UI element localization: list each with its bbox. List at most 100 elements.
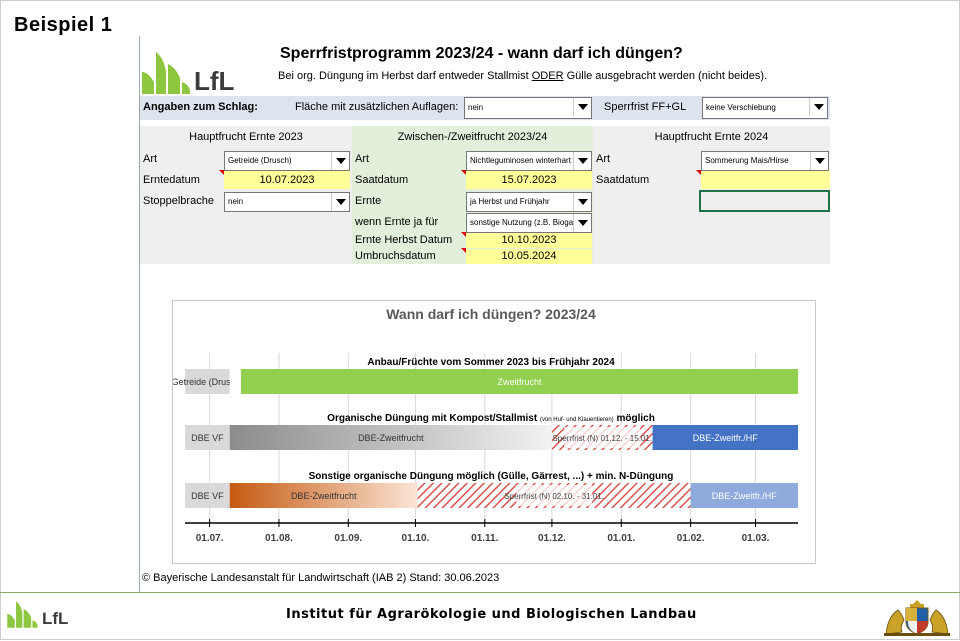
chart-container: Wann darf ich düngen? 2023/24 Anbau/Früc… <box>172 300 816 564</box>
timeline-segment <box>652 425 798 450</box>
segment-label: DBE-Zweitfr./HF <box>693 433 759 443</box>
copyright-note: © Bayerische Landesanstalt für Landwirts… <box>142 572 500 584</box>
lfl-leaf-icon <box>7 601 38 628</box>
comment-marker <box>461 170 466 175</box>
timeline-segment <box>185 425 230 450</box>
timeline-segment <box>185 483 230 508</box>
col1-header: Hauptfrucht Ernte 2023 <box>189 131 303 143</box>
sheet-subtitle: Bei org. Düngung im Herbst darf entweder… <box>278 70 768 82</box>
bavarian-coat-of-arms <box>880 596 954 641</box>
segment-label: Zweitfrucht <box>497 377 542 387</box>
col2-datum-label: Saatdatum <box>355 174 409 186</box>
col1-datum-label: Erntedatum <box>143 174 200 186</box>
timeline-segment <box>229 369 241 394</box>
col2-ernte-select[interactable]: ja Herbst und Frühjahr <box>466 192 592 212</box>
comment-marker <box>219 170 224 175</box>
coat-of-arms-icon <box>884 600 950 636</box>
col3-art-select[interactable]: Sommerung Mais/Hirse <box>701 151 829 171</box>
col3-art-value: Sommerung Mais/Hirse <box>705 156 789 165</box>
flaeche-select[interactable]: nein <box>464 97 592 119</box>
sperrfrist-select[interactable]: keine Verschiebung <box>702 97 828 119</box>
tick-label: 01.02. <box>677 533 705 544</box>
comment-marker <box>461 232 466 237</box>
timeline-segment <box>185 369 230 394</box>
col1-stoppel-value: nein <box>228 197 244 206</box>
row-title: Sonstige organische Düngung möglich (Gül… <box>309 471 674 482</box>
logo-text: LfL <box>194 66 235 96</box>
comment-marker <box>461 248 466 253</box>
chevron-down-icon[interactable] <box>331 193 349 211</box>
chevron-down-icon[interactable] <box>810 152 828 170</box>
footer-logo-text: LfL <box>42 609 69 628</box>
institute-name: Institut für Agrarökologie und Biologisc… <box>286 607 697 622</box>
col2-wenn-value: sonstige Nutzung (z.B. Bioga <box>470 218 574 227</box>
tick-label: 01.10. <box>402 533 430 544</box>
col3-datum-label: Saatdatum <box>596 174 650 186</box>
col2-umbruch-field[interactable]: 10.05.2024 <box>466 249 592 264</box>
sheet-title: Sperrfristprogramm 2023/24 - wann darf i… <box>280 45 683 62</box>
tick-label: 01.03. <box>742 533 770 544</box>
segment-label: DBE VF <box>191 433 224 443</box>
selected-cell[interactable] <box>699 190 830 212</box>
col2-datum-field[interactable]: 15.07.2023 <box>466 171 592 189</box>
col1-stoppel-select[interactable]: nein <box>224 192 350 212</box>
tick-label: 01.12. <box>538 533 566 544</box>
col2-art-value: Nichtleguminosen winterhart <box>470 156 571 165</box>
fertilization-timeline-chart: Wann darf ich düngen? 2023/24 Anbau/Früc… <box>172 306 798 544</box>
lfl-logo: LfL <box>140 42 240 96</box>
col1-art-value: Getreide (Drusch) <box>228 156 292 165</box>
timeline-segment <box>229 483 418 508</box>
col1-datum-field[interactable]: 10.07.2023 <box>224 171 350 189</box>
tick-label: 01.11. <box>471 533 498 544</box>
slide-title: Beispiel 1 <box>14 14 113 36</box>
row-title: Organische Düngung mit Kompost/Stallmist… <box>327 413 655 424</box>
col2-ernte-value: ja Herbst und Frühjahr <box>470 197 550 206</box>
col1-art-label: Art <box>143 153 158 165</box>
timeline-segment <box>240 369 798 394</box>
col1-art-select[interactable]: Getreide (Drusch) <box>224 151 350 171</box>
col3-header: Hauptfrucht Ernte 2024 <box>654 131 769 143</box>
col2-wenn-label: wenn Ernte ja für <box>355 216 439 228</box>
tick-label: 01.09. <box>334 533 362 544</box>
col2-art-label: Art <box>355 153 370 165</box>
col2-ernte-label: Ernte <box>355 195 382 207</box>
col2-header: Zwischen-/Zweitfrucht 2023/24 <box>397 131 548 143</box>
tick-label: 01.08. <box>265 533 293 544</box>
col2-art-select[interactable]: Nichtleguminosen winterhart <box>466 151 592 171</box>
band-label: Angaben zum Schlag: <box>143 101 258 113</box>
tick-label: 01.07. <box>196 533 224 544</box>
sperrfrist-value: keine Verschiebung <box>706 103 776 112</box>
lfl-leaf-icon <box>142 52 190 94</box>
flaeche-label: Fläche mit zusätzlichen Auflagen: <box>295 101 459 113</box>
divider-line <box>139 36 140 592</box>
chevron-down-icon[interactable] <box>573 193 591 211</box>
col2-herbst-label: Ernte Herbst Datum <box>355 234 453 246</box>
segment-label-bg <box>516 485 593 506</box>
col1-stoppel-label: Stoppelbrache <box>143 195 214 207</box>
timeline-segment <box>690 483 798 508</box>
chevron-down-icon[interactable] <box>573 152 591 170</box>
col3-art-label: Art <box>596 153 611 165</box>
row-title: Anbau/Früchte vom Sommer 2023 bis Frühja… <box>367 357 615 368</box>
comment-marker <box>696 170 701 175</box>
chevron-down-icon[interactable] <box>573 214 591 232</box>
chevron-down-icon[interactable] <box>809 98 827 116</box>
segment-label-bg <box>564 427 641 448</box>
segment-label: DBE-Zweitfrucht <box>358 433 424 443</box>
footer-lfl-logo: LfL <box>6 595 86 631</box>
timeline-segment <box>229 425 552 450</box>
chevron-down-icon[interactable] <box>573 98 591 116</box>
col2-umbruch-label: Umbruchsdatum <box>355 250 436 262</box>
segment-label: DBE-Zweitfrucht <box>291 491 357 501</box>
col3-datum-field[interactable] <box>701 171 830 189</box>
sperrfrist-label: Sperrfrist FF+GL <box>604 101 687 113</box>
segment-label: Sperrfrist (N) 02.10. - 31.01. <box>504 492 604 501</box>
chart-title: Wann darf ich düngen? 2023/24 <box>386 306 596 322</box>
flaeche-value: nein <box>468 103 484 112</box>
tick-label: 01.01. <box>607 533 635 544</box>
footer-divider <box>0 592 960 593</box>
chevron-down-icon[interactable] <box>331 152 349 170</box>
segment-label: Sperrfrist (N) 01.12. - 15.01. <box>552 434 652 443</box>
col2-herbst-field[interactable]: 10.10.2023 <box>466 233 592 248</box>
col2-wenn-select[interactable]: sonstige Nutzung (z.B. Bioga <box>466 213 592 233</box>
